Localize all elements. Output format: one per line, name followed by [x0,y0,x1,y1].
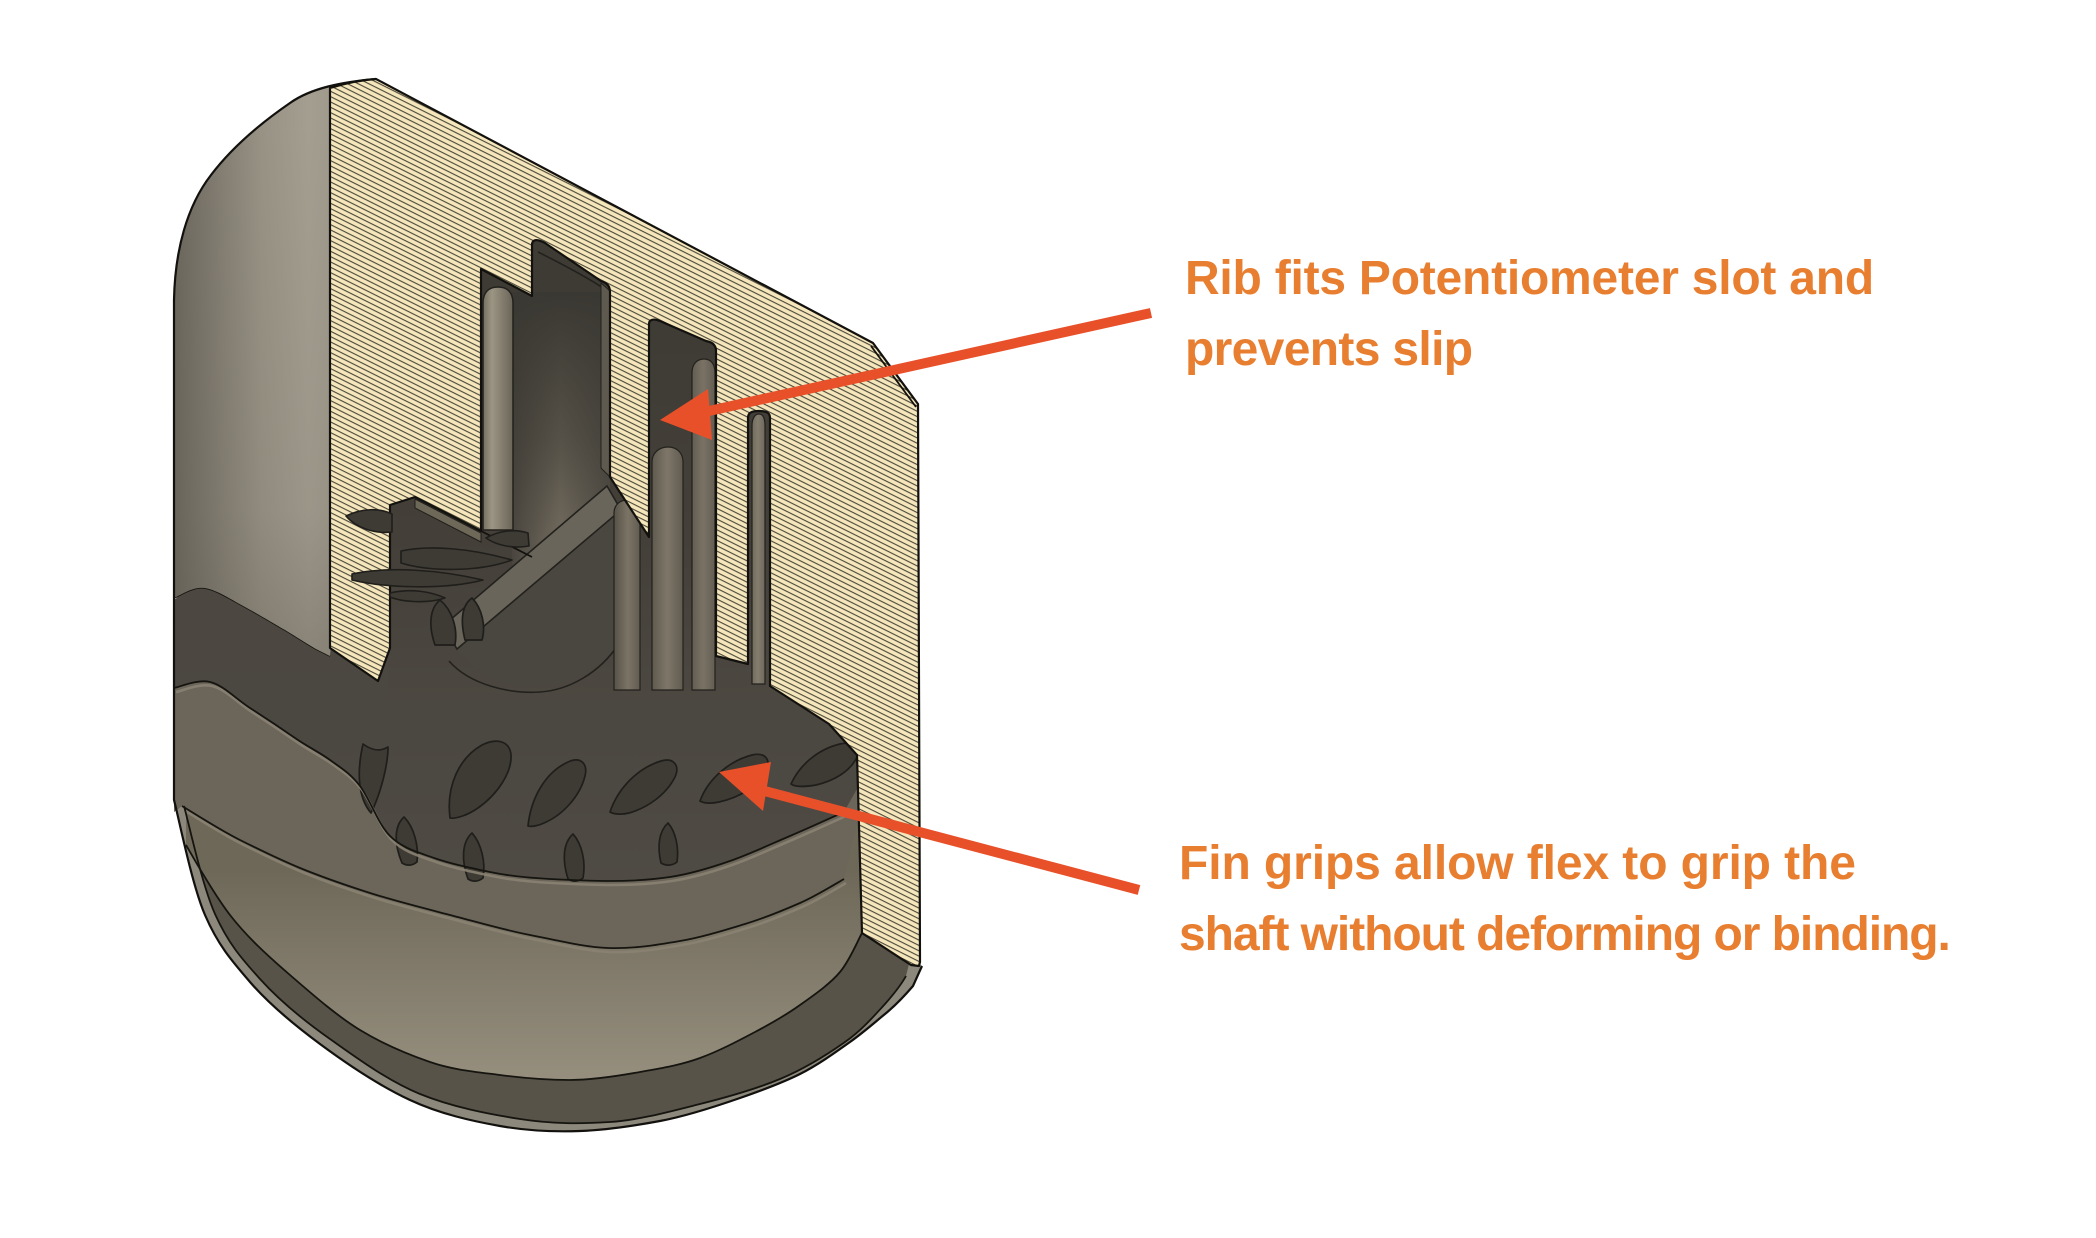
svg-text:Fin grips allow flex to grip t: Fin grips allow flex to grip the [1179,837,1856,890]
svg-text:shaft without deforming or bin: shaft without deforming or binding. [1179,908,1950,961]
svg-text:Rib fits Potentiometer slot an: Rib fits Potentiometer slot and [1185,252,1874,305]
svg-text:prevents slip: prevents slip [1185,323,1472,376]
